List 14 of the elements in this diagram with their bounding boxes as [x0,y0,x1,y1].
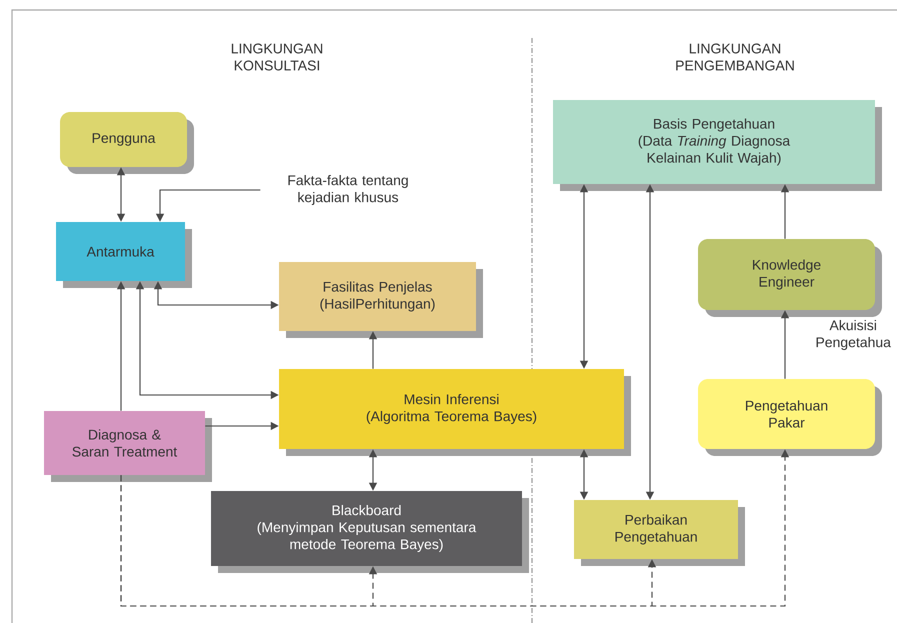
process-box: Antarmuka [56,222,192,288]
input-label: Fakta-fakta tentang kejadian khusus [288,174,408,206]
rounded-box: Pengetahuan Pakar [698,379,882,456]
rounded-box: Knowledge Engineer [698,239,882,317]
rounded-box: Pengguna [60,112,194,174]
process-box: Basis Pengetahuan (Data Training Diagnosa Kelainan Kulit Wajah) [553,100,882,191]
process-box: Fasilitas Penjelas (HasilPerhitungan) [279,262,483,338]
process-box: Perbaikan Pengetahuan [574,500,745,566]
edge-label: Akuisisi Pengetahua [808,318,897,352]
section-heading: LINGKUNGAN PENGEMBANGAN [676,44,794,70]
section-heading: LINGKUNGAN KONSULTASI [232,44,322,70]
process-box: Diagnosa & Saran Treatment [44,411,212,482]
process-box: Mesin Inferensi (Algoritma Teorema Bayes) [279,369,631,456]
process-box: Blackboard (Menyimpan Keputusan sementara metode Teorema Bayes) [211,491,529,573]
